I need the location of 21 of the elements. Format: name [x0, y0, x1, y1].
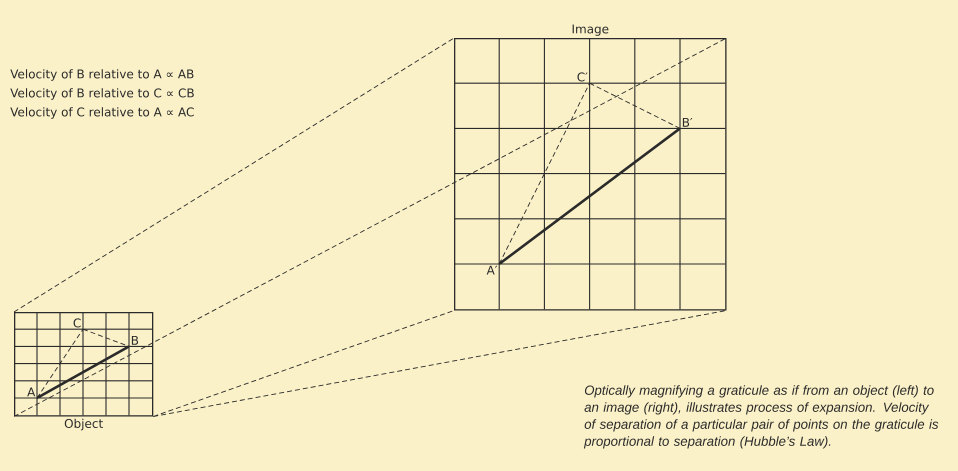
separation-line [498, 127, 681, 266]
relation-text: Velocity of B relative to C ∝ CB [10, 88, 194, 100]
grid-heading: Image [572, 24, 608, 36]
point-label: A [27, 388, 36, 396]
projection-line [14, 38, 454, 312]
relation-text: Velocity of C relative to A ∝ AC [10, 107, 194, 119]
point-label: A′ [486, 266, 498, 274]
dashed-line [498, 82, 590, 264]
point-label: C [74, 318, 81, 328]
relation-text: Velocity of B relative to A ∝ AB [10, 69, 194, 81]
point-label: B [132, 336, 138, 345]
dashed-line [589, 82, 680, 129]
projection-line [152, 310, 454, 417]
projection-line [152, 310, 727, 417]
grid-heading: Object [64, 418, 103, 430]
point-label: B′ [682, 118, 692, 127]
projection-line [14, 38, 727, 417]
dashed-line [36, 328, 84, 398]
point-label: C′ [577, 72, 588, 82]
separation-line [36, 345, 130, 400]
caption-text: Optically magnifying a graticule as if from an object (left) to an image (right), illustrates process of expansion. Velocity of separation of a particular pair of points on the graticule is proportional to separation (Hubble’s Law). [584, 385, 938, 449]
